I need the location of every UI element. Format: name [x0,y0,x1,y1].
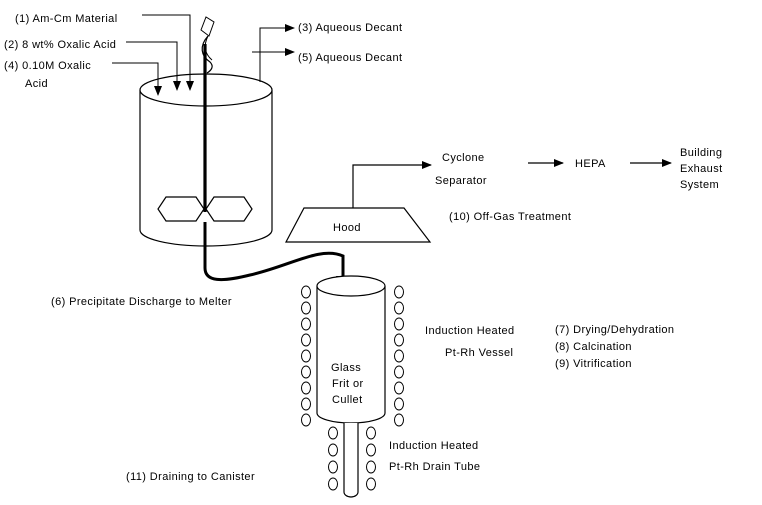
label-frit-or: Frit or [332,378,364,390]
label-oxalic-acid-8wt: (2) 8 wt% Oxalic Acid [4,39,116,51]
coil-loop [394,333,404,347]
coil-loop [301,397,311,411]
drain-tube [343,423,359,498]
coil-loop [394,381,404,395]
melter-vessel [316,275,386,424]
label-cullet: Cullet [332,394,363,406]
coil-loop [328,477,338,491]
label-separator: Separator [435,175,487,187]
coil-loop [366,443,376,457]
label-glass: Glass [331,362,361,374]
feed-line-oxalic-010 [112,62,162,96]
coil-loop [328,443,338,457]
decant-lines [252,24,295,82]
feed-line-oxalic-8 [126,41,181,91]
coil-loop [301,333,311,347]
label-induction-heated-drain: Induction Heated [389,440,479,452]
coil-loop [394,413,404,427]
coil-loop [301,365,311,379]
label-induction-heated-vessel: Induction Heated [425,325,515,337]
label-exhaust: Exhaust [680,163,723,175]
agitator [157,16,253,222]
coil-loop [301,381,311,395]
coil-loop [301,317,311,331]
label-system: System [680,179,719,191]
coil-loop [301,301,311,315]
hood [285,207,432,243]
coil-loop [366,426,376,440]
coil-loop [366,477,376,491]
label-hood: Hood [333,222,361,234]
label-calcination: (8) Calcination [555,341,632,353]
coil-loop [328,426,338,440]
label-hepa: HEPA [575,158,606,170]
feed-line-am-cm [142,14,194,91]
coil-loop [394,365,404,379]
induction-coils-vessel-right [394,285,404,427]
label-cyclone: Cyclone [442,152,485,164]
coil-loop [301,285,311,299]
label-oxalic-acid-010m: (4) 0.10M Oxalic [4,60,91,72]
label-precipitate-discharge: (6) Precipitate Discharge to Melter [51,296,232,308]
coil-loop [328,460,338,474]
label-off-gas-treatment: (10) Off-Gas Treatment [449,211,571,223]
label-vitrification: (9) Vitrification [555,358,632,370]
discharge-line [203,222,345,286]
label-oxalic-acid-010m-cont: Acid [25,78,48,90]
impeller-blade-right [205,196,253,222]
motor-icon [200,16,215,37]
induction-coils-drain-right [366,426,376,491]
impeller-blade-left [157,196,205,222]
feed-lines [112,14,194,96]
label-pt-rh-vessel: Pt-Rh Vessel [445,347,513,359]
label-drying-dehydration: (7) Drying/Dehydration [555,324,674,336]
coil-loop [394,317,404,331]
induction-coils-drain-left [328,426,338,491]
coil-loop [366,460,376,474]
label-pt-rh-drain-tube: Pt-Rh Drain Tube [389,461,480,473]
coil-loop [394,397,404,411]
label-draining-to-canister: (11) Draining to Canister [126,471,255,483]
label-building: Building [680,147,722,159]
offgas-line-hood [352,161,432,208]
label-aqueous-decant-3: (3) Aqueous Decant [298,22,402,34]
coil-loop [394,285,404,299]
coil-loop [301,413,311,427]
coil-loop [394,301,404,315]
coil-loop [394,349,404,363]
label-aqueous-decant-5: (5) Aqueous Decant [298,52,402,64]
decant-line-3 [259,24,295,82]
label-am-cm-material: (1) Am-Cm Material [15,13,118,25]
coil-loop [301,349,311,363]
induction-coils-vessel-left [301,285,311,427]
